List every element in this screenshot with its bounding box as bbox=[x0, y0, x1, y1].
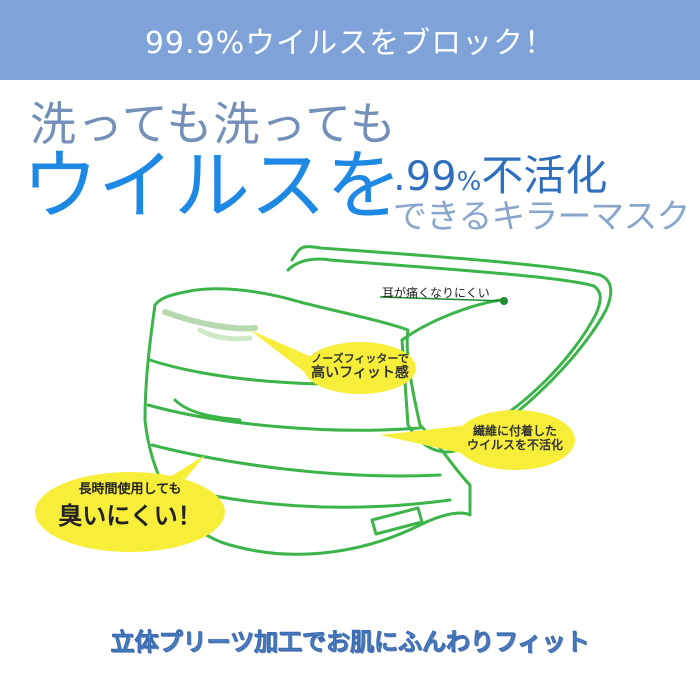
odor-bubble bbox=[35, 472, 225, 552]
percent-number: .99 bbox=[393, 154, 457, 200]
fiber-callout-line2: ウイルスを不活化 bbox=[466, 438, 563, 453]
odor-callout: 長時間使用しても 臭いにくい！ bbox=[38, 482, 222, 530]
nose-bubble bbox=[304, 342, 416, 394]
headline-subline: できるキラーマスク bbox=[393, 197, 690, 237]
nose-callout: ノーズフィッターで 高いフィット感 bbox=[304, 352, 416, 382]
ear-callout-label: 耳が痛くなりにくい bbox=[382, 286, 490, 300]
nose-callout-line1: ノーズフィッターで bbox=[311, 352, 409, 365]
inactivate-text: 不活化 bbox=[481, 151, 608, 200]
callout-bubbles bbox=[35, 330, 575, 552]
bottom-caption: 立体プリーツ加工でお肌にふんわりフィット bbox=[110, 628, 590, 657]
odor-callout-line2: 臭いにくい！ bbox=[58, 501, 202, 530]
nose-wire bbox=[162, 309, 258, 332]
headline-line1: 洗っても洗っても bbox=[30, 97, 397, 151]
fiber-bubble-pointer bbox=[380, 425, 470, 455]
headline-line2: ウイルスを bbox=[22, 141, 402, 230]
top-banner: 99.9%ウイルスをブロック！ bbox=[0, 0, 700, 80]
nose-callout-line2: 高いフィット感 bbox=[311, 365, 409, 382]
fiber-callout-line1: 繊維に付着した bbox=[472, 424, 557, 438]
percent-claim: .99%不活化 bbox=[393, 154, 607, 200]
banner-text: 99.9%ウイルスをブロック！ bbox=[144, 26, 556, 61]
fiber-callout: 繊維に付着した ウイルスを不活化 bbox=[455, 424, 575, 453]
ear-loop bbox=[290, 245, 613, 454]
percent-sign: % bbox=[456, 167, 482, 197]
fiber-bubble bbox=[455, 410, 575, 470]
mask-illustration bbox=[35, 245, 613, 556]
odor-callout-line1: 長時間使用しても bbox=[78, 482, 182, 497]
